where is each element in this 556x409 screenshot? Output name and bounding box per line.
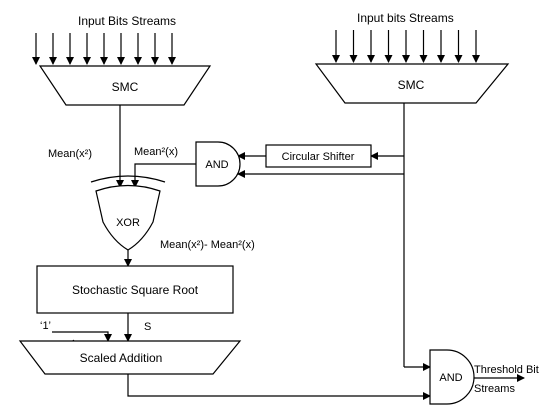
left-input-arrows	[32, 33, 176, 65]
and-gate-top	[195, 141, 241, 187]
and-gate-bottom	[429, 349, 475, 405]
xor-gate	[95, 184, 161, 251]
xor-gate-extra-arc	[90, 175, 166, 183]
scaled-addition-label: Scaled Addition	[80, 351, 163, 365]
output-label-line2: Streams	[474, 383, 515, 395]
mean2-x-label: Mean²(x)	[134, 146, 178, 158]
circular-shifter-label: Circular Shifter	[282, 151, 355, 163]
smc-left-block	[38, 65, 212, 106]
stochastic-square-root-block	[36, 265, 234, 314]
smc-right-label: SMC	[398, 78, 425, 92]
xor-label: XOR	[116, 217, 140, 229]
left-input-label: Input Bits Streams	[78, 14, 176, 28]
s-label: S	[144, 321, 151, 333]
scaled-addition-block	[18, 340, 242, 375]
right-input-arrows	[332, 30, 480, 63]
and-top-label: AND	[205, 159, 228, 171]
and-bottom-label: AND	[439, 372, 462, 384]
smc-right-block	[314, 63, 510, 104]
difference-label: Mean(x²)- Mean²(x)	[160, 239, 255, 251]
mean-x2-label: Mean(x²)	[48, 148, 92, 160]
right-input-label: Input bits Streams	[357, 11, 454, 25]
output-label-line1: Threshold Bit	[474, 364, 539, 376]
mean2-x-wire	[131, 163, 196, 188]
smc-left-label: SMC	[112, 80, 139, 94]
threshold-wire	[127, 374, 431, 400]
one-wire	[52, 331, 112, 342]
sqrt-label: Stochastic Square Root	[72, 283, 199, 297]
one-label: ‘1’	[40, 320, 51, 332]
